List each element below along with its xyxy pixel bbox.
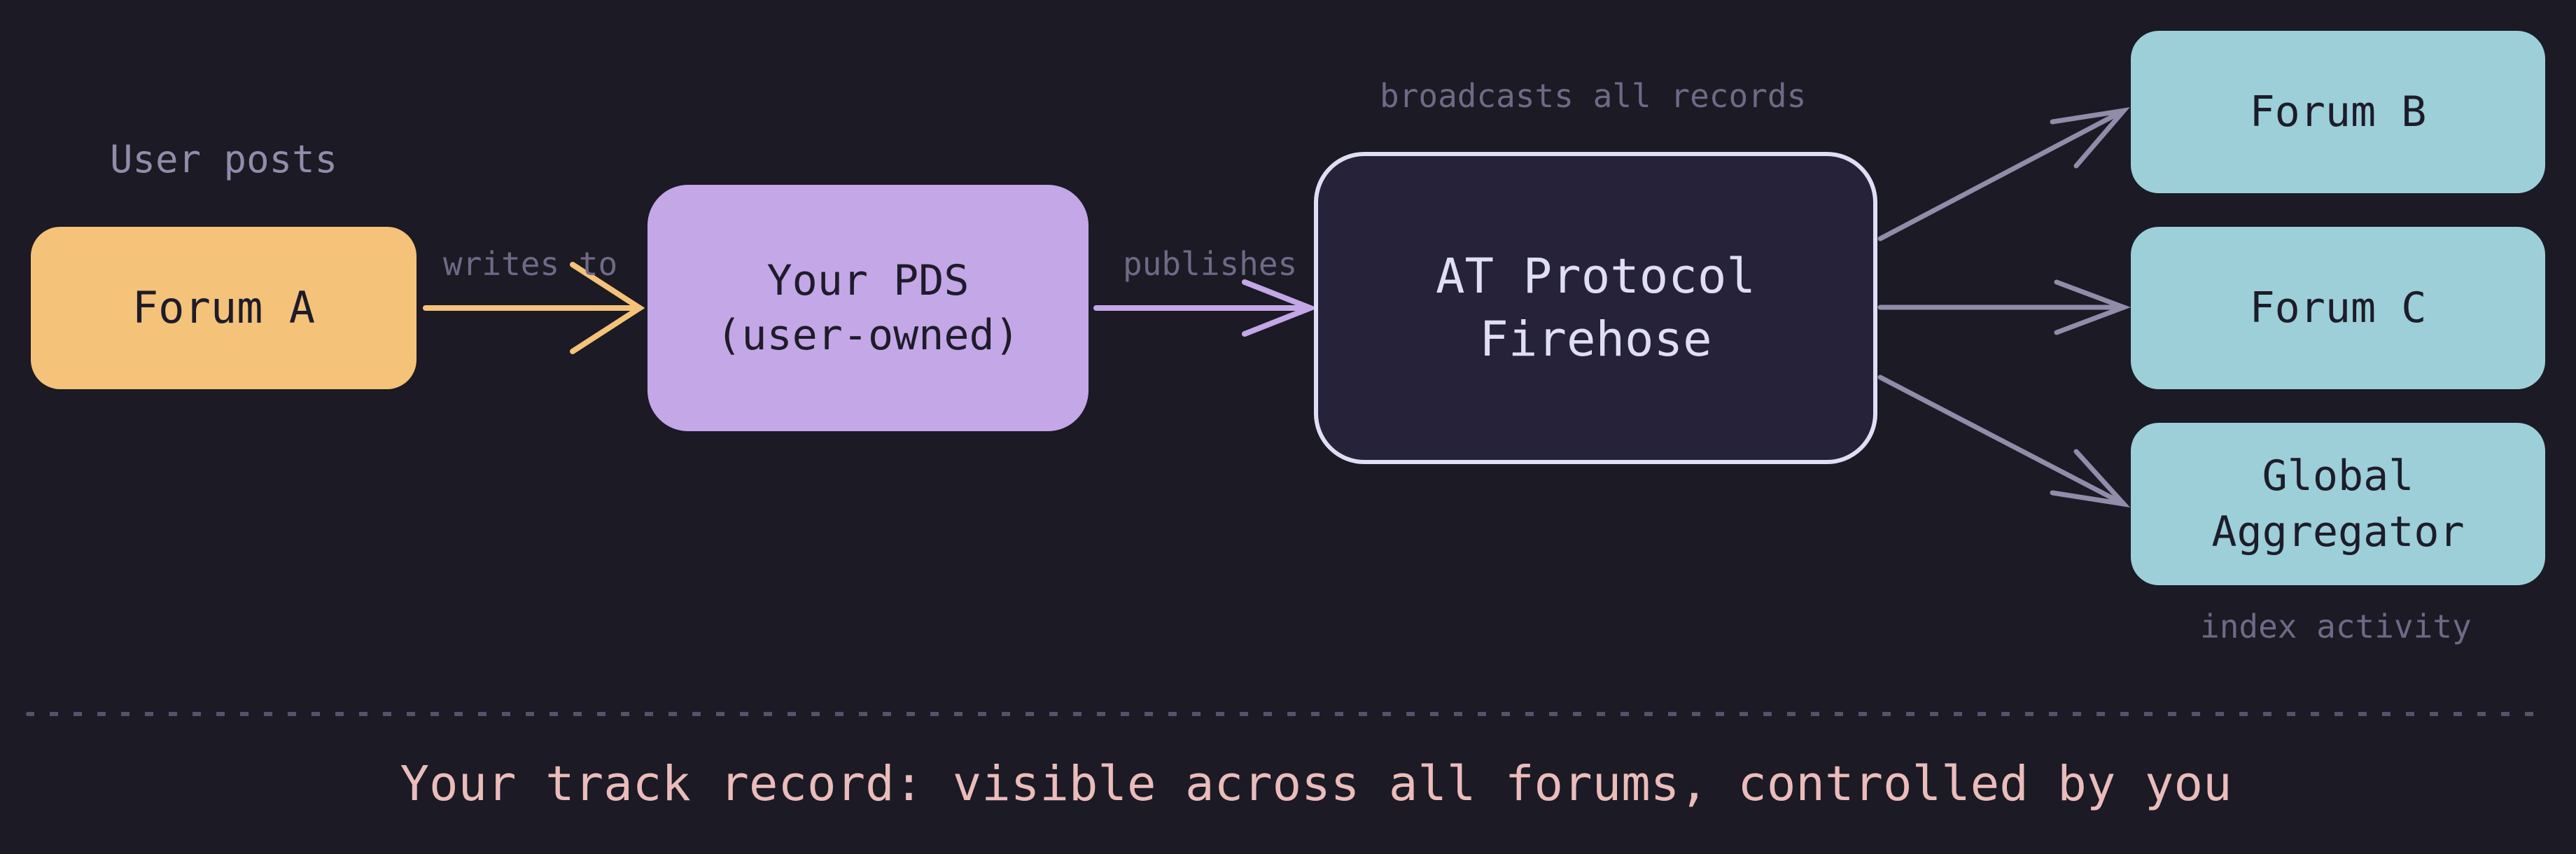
dashed-divider [26, 712, 2535, 716]
node-forum-b: Forum B [2131, 31, 2545, 193]
edge-label-publishes: publishes [1123, 245, 1298, 283]
index-activity-annotation: index activity [2200, 608, 2472, 645]
node-firehose-line1: AT Protocol [1436, 248, 1756, 304]
node-aggregator-line1: Global [2262, 451, 2414, 500]
node-forum-b-label: Forum B [2249, 88, 2427, 136]
node-forum-a-label: Forum A [132, 282, 316, 333]
node-firehose-line2: Firehose [1479, 312, 1712, 368]
edge-publishes-arrow-icon [1093, 279, 1318, 337]
node-your-pds: Your PDS (user-owned) [648, 185, 1088, 431]
node-forum-c-label: Forum C [2249, 284, 2427, 332]
footer-caption: Your track record: visible across all fo… [400, 756, 2232, 812]
edge-to-forum-b-arrow-icon [1877, 107, 2130, 241]
node-aggregator-line2: Aggregator [2211, 507, 2465, 556]
edge-label-writes-to: writes to [443, 245, 618, 283]
node-pds-title: Your PDS [766, 256, 969, 305]
edge-to-forum-c-arrow-icon [1877, 279, 2131, 335]
user-posts-annotation: User posts [110, 137, 338, 181]
node-pds-subtitle: (user-owned) [716, 311, 1020, 360]
node-firehose: AT Protocol Firehose [1314, 152, 1877, 464]
node-forum-a: Forum A [31, 227, 416, 389]
broadcasts-annotation: broadcasts all records [1380, 77, 1807, 115]
node-global-aggregator: Global Aggregator [2131, 423, 2545, 585]
edge-to-aggregator-arrow-icon [1877, 374, 2131, 507]
node-forum-c: Forum C [2131, 227, 2545, 389]
